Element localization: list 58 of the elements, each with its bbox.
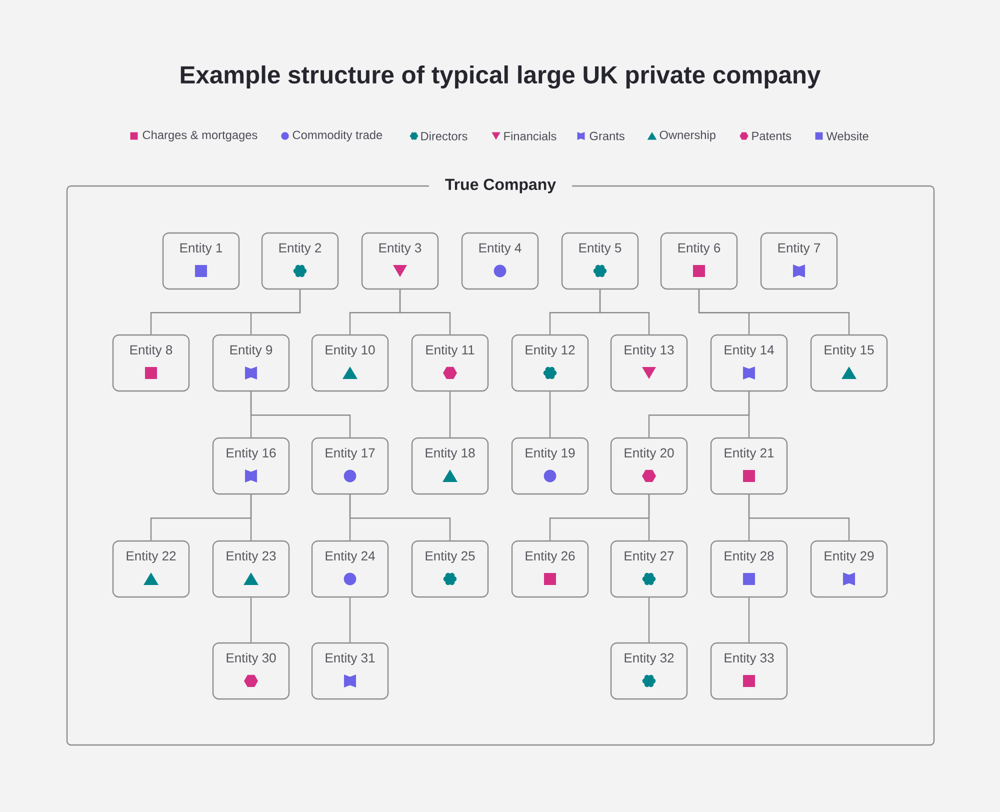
entity-box: Entity 8 <box>112 334 190 392</box>
connector <box>349 598 351 642</box>
connector <box>549 392 551 438</box>
entity-box: Entity 26 <box>511 540 589 598</box>
entity-box: Entity 17 <box>311 437 389 495</box>
connector <box>399 290 451 334</box>
connector <box>250 392 351 438</box>
title: Example structure of typical large UK private company <box>180 65 821 89</box>
connector <box>250 290 301 334</box>
connector <box>599 290 650 334</box>
connector <box>250 598 252 642</box>
legend-label: Charges & mortgages <box>142 130 258 142</box>
entity-box: Entity 29 <box>810 540 888 598</box>
legend-label: Patents <box>752 132 792 140</box>
legend-label: Website <box>826 132 868 140</box>
legend-label: Financials <box>504 132 556 140</box>
legend-label: Ownership <box>660 130 716 142</box>
entity-box: Entity 21 <box>710 437 788 495</box>
connector <box>648 598 650 642</box>
legend-label: Directors <box>421 132 468 140</box>
entity-box: Entity 31 <box>311 642 389 700</box>
connector <box>748 598 750 642</box>
connector <box>250 494 252 540</box>
entity-box: Entity 12 <box>511 334 589 392</box>
entity-box: Entity 2 <box>261 232 339 290</box>
entity-box: Entity 32 <box>610 642 688 700</box>
entity-box: Entity 30 <box>212 642 290 700</box>
entity-box: Entity 1 <box>162 232 240 290</box>
entity-box: Entity 10 <box>311 334 389 392</box>
connector <box>698 290 850 334</box>
entity-box: Entity 4 <box>461 232 539 290</box>
entity-box: Entity 7 <box>760 232 838 290</box>
legend-label: Commodity trade <box>292 130 382 142</box>
connector <box>748 392 750 438</box>
entity-box: Entity 9 <box>212 334 290 392</box>
entity-box: Entity 16 <box>212 437 290 495</box>
entity-box: Entity 25 <box>411 540 489 598</box>
entity-box: Entity 14 <box>710 334 788 392</box>
entity-box: Entity 3 <box>361 232 439 290</box>
connector <box>349 494 451 540</box>
entity-box: Entity 13 <box>610 334 688 392</box>
entity-box: Entity 20 <box>610 437 688 495</box>
connector <box>748 494 850 540</box>
entity-box: Entity 5 <box>561 232 639 290</box>
entity-box: Entity 23 <box>212 540 290 598</box>
entity-box: Entity 28 <box>710 540 788 598</box>
connector <box>648 494 650 540</box>
connector <box>449 392 451 438</box>
entity-box: Entity 33 <box>710 642 788 700</box>
entity-box: Entity 22 <box>112 540 190 598</box>
legend-label: Grants <box>590 132 624 140</box>
entity-box: Entity 24 <box>311 540 389 598</box>
entity-box: Entity 27 <box>610 540 688 598</box>
entity-box: Entity 18 <box>411 437 489 495</box>
entity-box: Entity 11 <box>411 334 489 392</box>
entity-box: Entity 15 <box>810 334 888 392</box>
entity-box: Entity 19 <box>511 437 589 495</box>
entity-box: Entity 6 <box>660 232 738 290</box>
